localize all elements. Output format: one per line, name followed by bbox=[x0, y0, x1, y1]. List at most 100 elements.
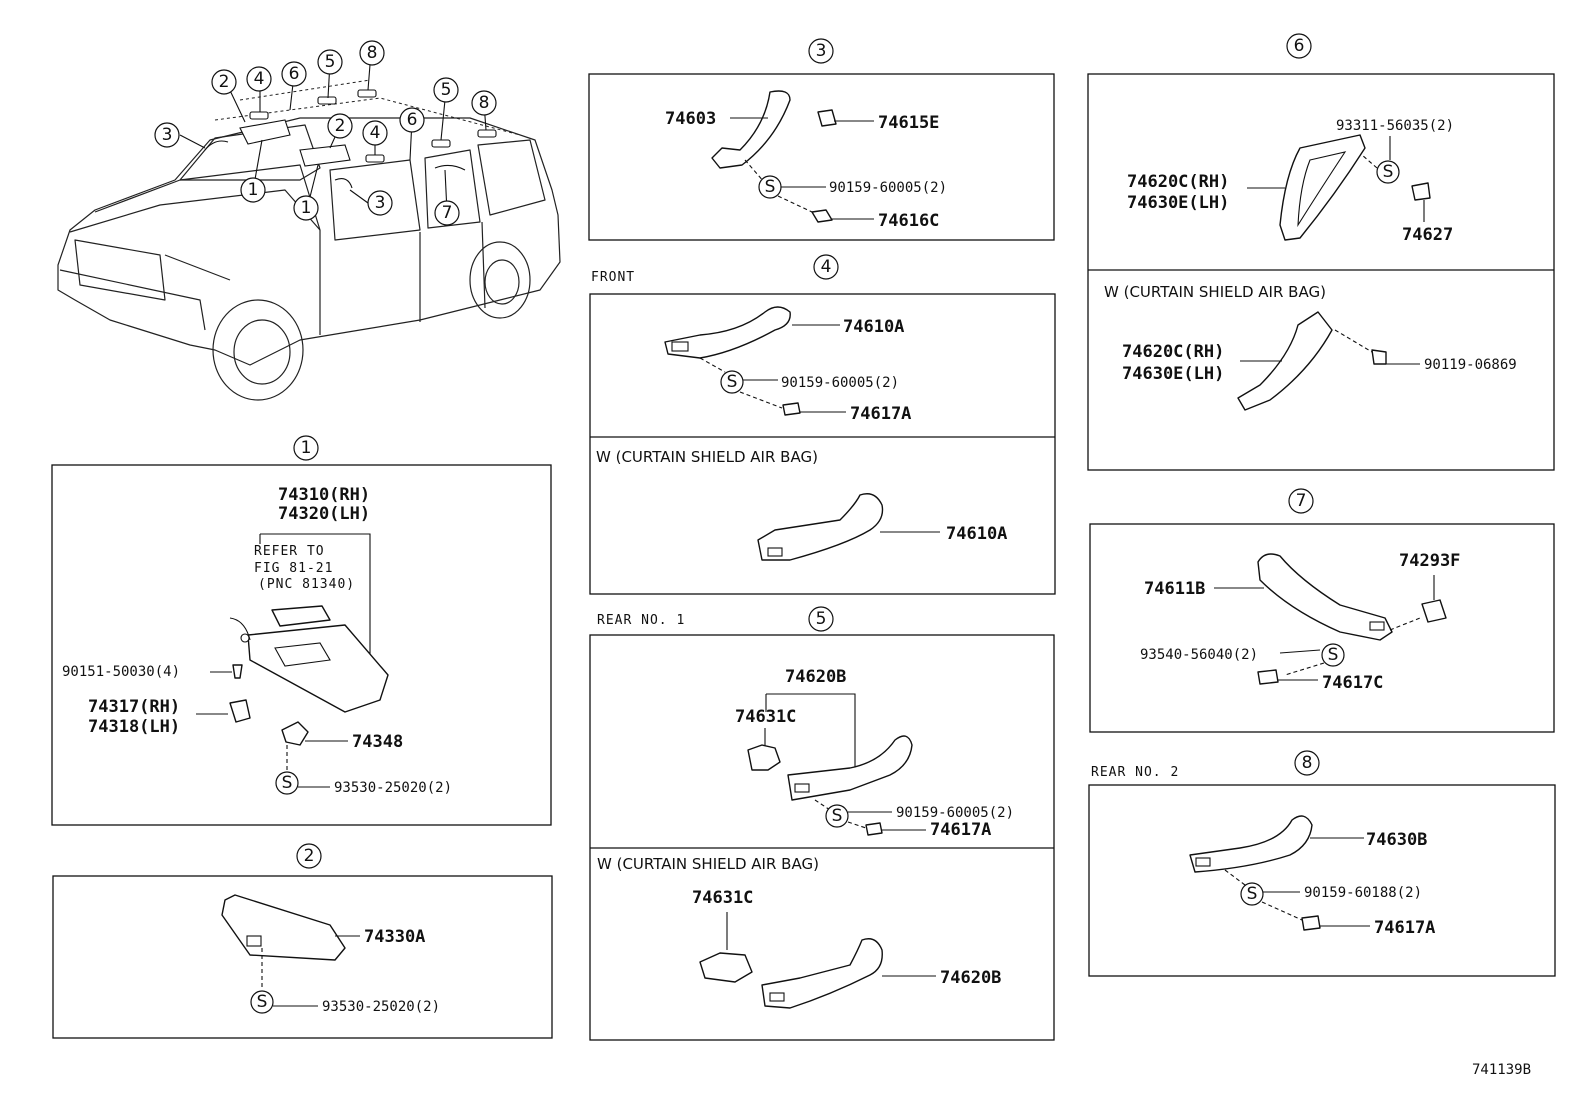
grip-illustration bbox=[711, 90, 791, 169]
svg-text:6: 6 bbox=[407, 110, 418, 130]
part-90159-60005-a: 90159-60005(2) bbox=[829, 180, 947, 196]
part-74620C-b: 74620C(RH) bbox=[1122, 342, 1224, 362]
svg-text:1: 1 bbox=[248, 180, 259, 200]
curtain-grip-illustration bbox=[1237, 311, 1333, 411]
svg-text:2: 2 bbox=[219, 72, 230, 92]
svg-text:3: 3 bbox=[162, 125, 173, 145]
grip-illustration bbox=[1257, 553, 1393, 641]
callout-4-a: 4 bbox=[246, 66, 272, 92]
part-74627: 74627 bbox=[1402, 225, 1453, 245]
svg-text:6: 6 bbox=[289, 64, 300, 84]
curtain-grip-illustration bbox=[757, 493, 884, 561]
part-74293F: 74293F bbox=[1399, 551, 1460, 571]
part-74617C: 74617C bbox=[1322, 673, 1383, 693]
part-93540-56040: 93540-56040(2) bbox=[1140, 647, 1258, 663]
svg-text:4: 4 bbox=[254, 69, 265, 89]
part-74630E: 74630E(LH) bbox=[1127, 193, 1229, 213]
grip-illustration bbox=[1189, 815, 1313, 873]
part-90159-60188: 90159-60188(2) bbox=[1304, 885, 1422, 901]
part-90119-06869: 90119-06869 bbox=[1424, 357, 1517, 373]
callout-7-a: 7 bbox=[434, 200, 460, 226]
callout-1-a: 1 bbox=[240, 177, 266, 203]
panel-4-number: 4 bbox=[821, 257, 832, 277]
panel-7-grip-with-hook: 7 74611B 74293F 93540-56040(2) S 74617C bbox=[1089, 488, 1555, 733]
callout-5-b: 5 bbox=[433, 77, 459, 103]
part-93530-25020: 93530-25020(2) bbox=[334, 780, 452, 796]
panel-2-sun-visor: 2 74330A S 93530-25020(2) bbox=[52, 843, 553, 1039]
sun-visor-illustration bbox=[247, 624, 389, 713]
callout-8-b: 8 bbox=[471, 90, 497, 116]
panel-5-rear-no1: 5 REAR NO. 1 74620B 74631C S 90159-60005… bbox=[589, 606, 1055, 1041]
part-74603: 74603 bbox=[665, 109, 716, 129]
svg-text:S: S bbox=[832, 806, 843, 826]
label-curtain-airbag: W (CURTAIN SHIELD AIR BAG) bbox=[596, 448, 818, 466]
part-93530-25020-b: 93530-25020(2) bbox=[322, 999, 440, 1015]
part-74616C: 74616C bbox=[878, 211, 939, 231]
svg-text:S: S bbox=[765, 177, 776, 197]
part-74610A: 74610A bbox=[843, 317, 904, 337]
visor-illustration bbox=[221, 894, 346, 961]
part-90151-50030: 90151-50030(4) bbox=[62, 664, 180, 680]
part-74617A-c: 74617A bbox=[1374, 918, 1435, 938]
svg-text:7: 7 bbox=[442, 203, 453, 223]
svg-text:S: S bbox=[1328, 645, 1339, 665]
part-74631C-b: 74631C bbox=[692, 888, 753, 908]
svg-text:5: 5 bbox=[325, 52, 336, 72]
callout-3-a: 3 bbox=[154, 122, 180, 148]
panel-2-number: 2 bbox=[304, 846, 315, 866]
panel-7-number: 7 bbox=[1296, 491, 1307, 511]
panel-3-number: 3 bbox=[816, 41, 827, 61]
grip-illustration bbox=[787, 735, 913, 801]
svg-text:S: S bbox=[1247, 884, 1258, 904]
svg-text:3: 3 bbox=[375, 193, 386, 213]
part-74317: 74317(RH) bbox=[88, 697, 180, 717]
panel-6-number: 6 bbox=[1294, 36, 1305, 56]
panel-1-sun-visor: 1 74310(RH) 74320(LH) REFER TO FIG 81-21… bbox=[51, 435, 552, 826]
svg-text:8: 8 bbox=[367, 43, 378, 63]
callout-8-a: 8 bbox=[359, 40, 385, 66]
part-74620B: 74620B bbox=[785, 667, 846, 687]
callout-3-b: 3 bbox=[367, 190, 393, 216]
panel-1-number: 1 bbox=[301, 438, 312, 458]
panel-4-front-grip: 4 FRONT 74610A S 90159-60005(2) 74617A W… bbox=[589, 254, 1056, 595]
label-curtain-airbag-2: W (CURTAIN SHIELD AIR BAG) bbox=[597, 855, 819, 873]
part-74615E: 74615E bbox=[878, 113, 939, 133]
part-74617A: 74617A bbox=[850, 404, 911, 424]
svg-text:1: 1 bbox=[301, 198, 312, 218]
part-74630E-b: 74630E(LH) bbox=[1122, 364, 1224, 384]
curtain-grip-illustration bbox=[761, 938, 883, 1009]
part-74617A-b: 74617A bbox=[930, 820, 991, 840]
label-rear-no2: REAR NO. 2 bbox=[1091, 765, 1179, 780]
panel-8-number: 8 bbox=[1302, 753, 1313, 773]
part-74620C: 74620C(RH) bbox=[1127, 172, 1229, 192]
svg-text:5: 5 bbox=[441, 80, 452, 100]
svg-text:8: 8 bbox=[479, 93, 490, 113]
callout-6-a: 6 bbox=[281, 61, 307, 87]
part-74611B: 74611B bbox=[1144, 579, 1205, 599]
screw-symbol: S bbox=[282, 773, 293, 793]
part-74310: 74310(RH) bbox=[278, 485, 370, 505]
callout-6-b: 6 bbox=[399, 107, 425, 133]
grip-illustration bbox=[664, 306, 791, 359]
panel-6-grip: 6 93311-56035(2) S 74620C(RH) 74630E(LH)… bbox=[1087, 33, 1555, 471]
figure-code: 741139B bbox=[1472, 1062, 1531, 1078]
part-90159-60005-c: 90159-60005(2) bbox=[896, 805, 1014, 821]
callout-1-b: 1 bbox=[293, 195, 319, 221]
svg-text:2: 2 bbox=[335, 116, 346, 136]
callout-4-b: 4 bbox=[362, 120, 388, 146]
panel-5-number: 5 bbox=[816, 609, 827, 629]
panel-3-assist-grip: 3 74603 74615E S 90159-60005(2) 74616C bbox=[588, 38, 1055, 241]
refer-note-line2: FIG 81-21 bbox=[254, 561, 333, 576]
callout-5-a: 5 bbox=[317, 49, 343, 75]
svg-text:S: S bbox=[257, 992, 268, 1012]
part-74320: 74320(LH) bbox=[278, 504, 370, 524]
part-93311-56035: 93311-56035(2) bbox=[1336, 118, 1454, 134]
svg-text:S: S bbox=[727, 372, 738, 392]
part-74318: 74318(LH) bbox=[88, 717, 180, 737]
label-front: FRONT bbox=[591, 270, 635, 285]
svg-text:4: 4 bbox=[370, 123, 381, 143]
vehicle-overview-illustration bbox=[57, 51, 561, 401]
part-74610A-b: 74610A bbox=[946, 524, 1007, 544]
refer-note-line1: REFER TO bbox=[254, 544, 325, 559]
